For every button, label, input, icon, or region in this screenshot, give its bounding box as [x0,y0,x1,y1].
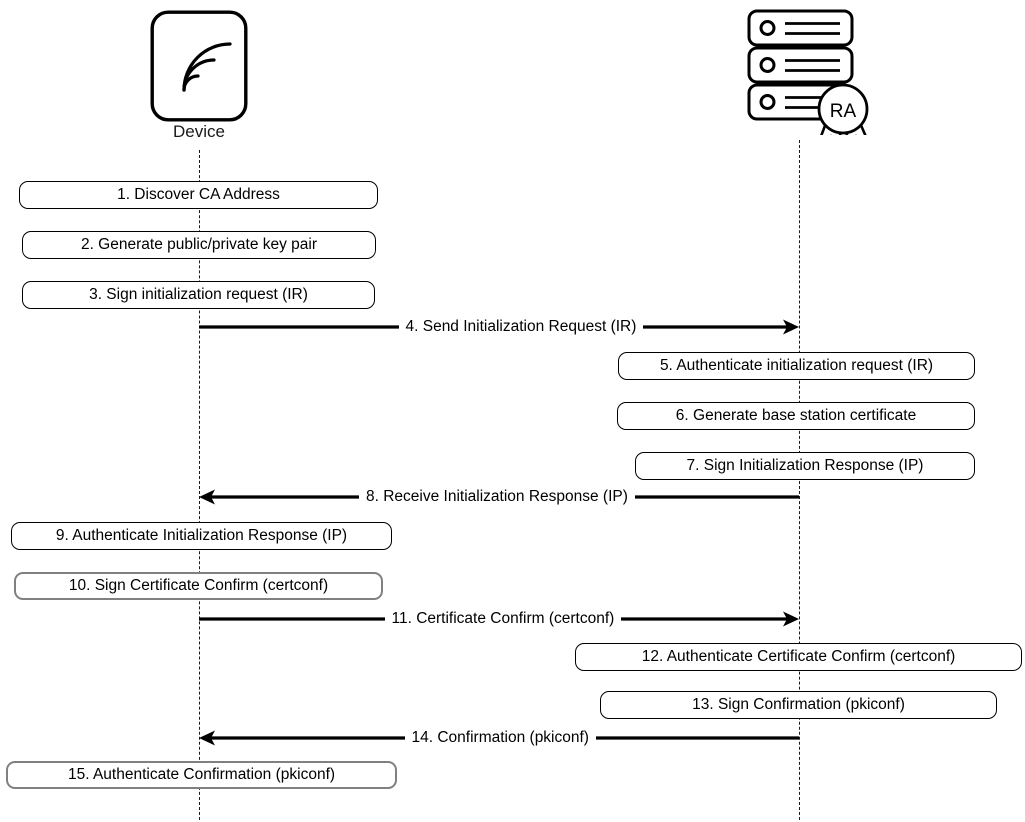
action-box-13[interactable]: 13. Sign Confirmation (pkiconf) [600,691,997,719]
action-box-9[interactable]: 9. Authenticate Initialization Response … [11,522,392,550]
server-unit [747,46,854,84]
action-box-7[interactable]: 7. Sign Initialization Response (IP) [635,452,975,480]
ra-badge-label: RA [830,101,857,122]
lifeline-ra [799,140,800,820]
action-box-label: 12. Authenticate Certificate Confirm (ce… [641,648,956,665]
message-label-4: 4. Send Initialization Request (IR) [398,318,644,336]
action-box-12[interactable]: 12. Authenticate Certificate Confirm (ce… [575,643,1022,671]
action-box-15[interactable]: 15. Authenticate Confirmation (pkiconf) [6,761,397,789]
action-box-10[interactable]: 10. Sign Certificate Confirm (certconf) [14,572,383,600]
actor-device: Device [150,10,248,142]
action-box-label: 10. Sign Certificate Confirm (certconf) [68,577,329,594]
action-box-2[interactable]: 2. Generate public/private key pair [22,231,376,259]
message-arrow-8[interactable]: 8. Receive Initialization Response (IP) [199,485,799,509]
action-box-label: 13. Sign Confirmation (pkiconf) [692,696,905,713]
actor-ra: RA [730,5,870,147]
action-box-5[interactable]: 5. Authenticate initialization request (… [618,352,975,380]
message-label-14: 14. Confirmation (pkiconf) [404,729,596,747]
action-box-label: 6. Generate base station certificate [675,407,917,424]
action-box-label: 7. Sign Initialization Response (IP) [686,457,924,474]
action-box-3[interactable]: 3. Sign initialization request (IR) [22,281,375,309]
wireless-device-icon [150,10,248,122]
action-box-label: 1. Discover CA Address [117,186,280,203]
server-unit [747,9,854,47]
server-stack-certificate-icon: RA [730,5,870,147]
action-box-label: 3. Sign initialization request (IR) [89,286,308,303]
action-box-6[interactable]: 6. Generate base station certificate [617,402,975,430]
action-box-1[interactable]: 1. Discover CA Address [19,181,378,209]
action-box-label: 15. Authenticate Confirmation (pkiconf) [67,766,336,783]
message-arrow-11[interactable]: 11. Certificate Confirm (certconf) [199,607,799,631]
action-box-label: 9. Authenticate Initialization Response … [55,527,348,544]
lifeline-device [199,150,200,820]
message-arrow-14[interactable]: 14. Confirmation (pkiconf) [199,726,799,750]
message-label-11: 11. Certificate Confirm (certconf) [384,610,622,628]
action-box-label: 5. Authenticate initialization request (… [659,357,934,374]
message-arrow-4[interactable]: 4. Send Initialization Request (IR) [199,315,799,339]
actor-device-label: Device [173,122,225,141]
message-label-8: 8. Receive Initialization Response (IP) [359,488,635,506]
action-box-label: 2. Generate public/private key pair [80,236,318,253]
